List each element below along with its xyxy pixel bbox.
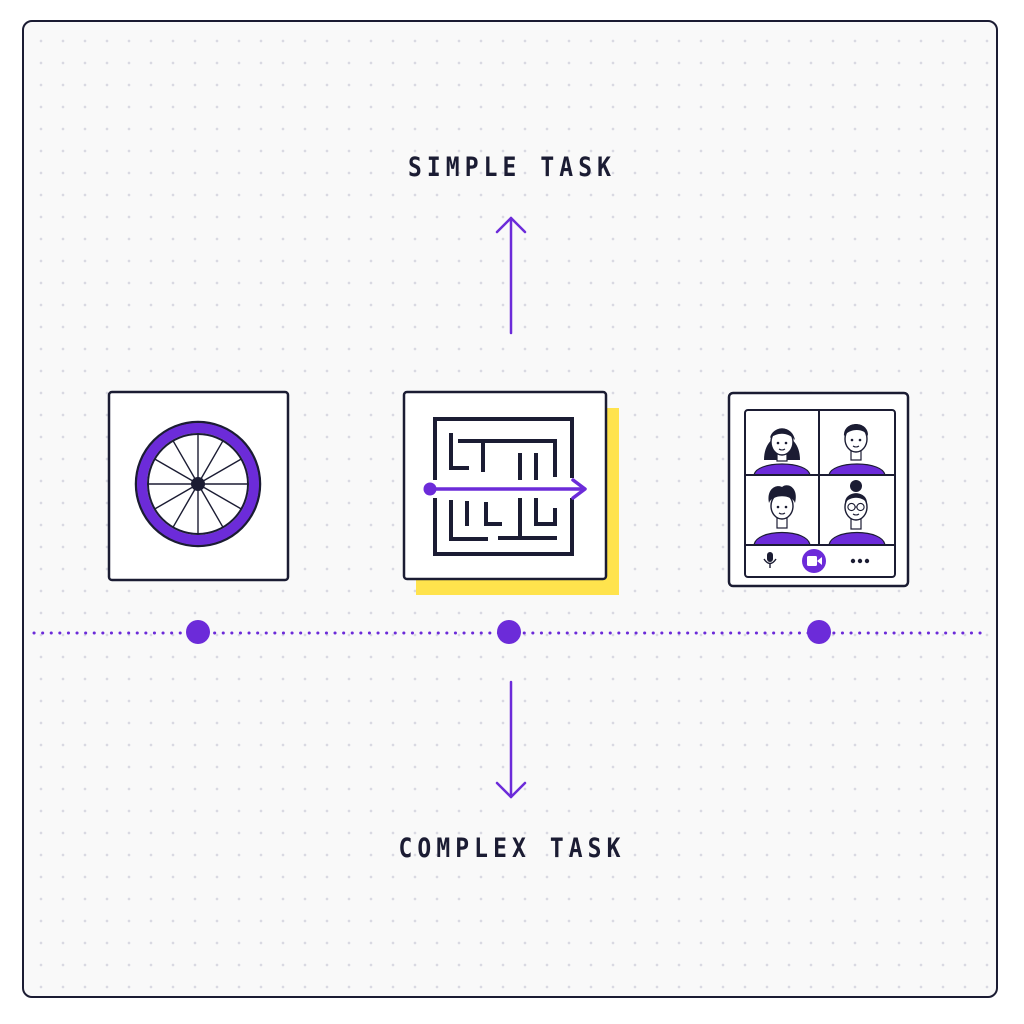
participant-avatar-2	[829, 424, 885, 474]
participant-avatar-1	[754, 428, 810, 474]
timeline-node-3	[807, 620, 831, 644]
mic-icon	[763, 552, 777, 568]
wheel-spoke	[154, 458, 199, 485]
complex-task-label: COMPLEX TASK	[398, 833, 626, 864]
participant-avatar-4	[829, 480, 885, 544]
maze-card	[402, 390, 619, 595]
video-call-icon	[744, 409, 896, 578]
wheel-spoke	[197, 440, 224, 485]
timeline	[32, 620, 990, 644]
arrow-down	[495, 680, 527, 799]
arrow-up	[495, 216, 527, 335]
wheel-spoke	[197, 483, 224, 528]
wheel-spoke	[172, 440, 199, 485]
participant-avatar-3	[754, 485, 810, 544]
video-camera-icon	[802, 549, 826, 573]
simple-task-label: SIMPLE TASK	[407, 152, 617, 183]
timeline-node-2	[497, 620, 521, 644]
wheel-card	[107, 390, 290, 582]
wheel-spoke	[197, 458, 242, 485]
maze-icon	[433, 417, 574, 556]
maze-path	[423, 478, 587, 500]
wheel-icon	[134, 420, 262, 548]
video-call-card	[727, 391, 910, 588]
more-options-icon	[850, 558, 870, 564]
wheel-spoke	[197, 483, 242, 510]
timeline-node-1	[186, 620, 210, 644]
wheel-spoke	[154, 483, 199, 510]
wheel-spoke	[172, 483, 199, 528]
